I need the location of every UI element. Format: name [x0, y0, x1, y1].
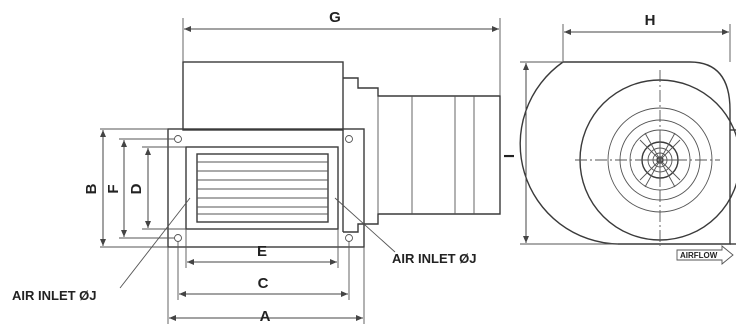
air-inlet-label-right: AIR INLET ØJ — [392, 251, 477, 266]
side-view: G B F D E C A AIR INLET ØJ — [12, 9, 501, 324]
dim-label-c: C — [258, 275, 269, 292]
mount-hole-tr — [345, 135, 353, 143]
inlet-flange — [167, 128, 365, 248]
mount-hole-bl — [174, 234, 182, 242]
inlet-opening — [185, 146, 339, 230]
dim-label-i: I — [501, 154, 518, 158]
dim-label-h: H — [645, 12, 656, 29]
dim-label-e: E — [257, 243, 267, 260]
dim-label-b: B — [83, 183, 100, 194]
airflow-arrow — [676, 245, 734, 265]
airflow-label: AIRFLOW — [680, 251, 718, 260]
dim-label-a: A — [260, 308, 271, 324]
mount-hole-tl — [174, 135, 182, 143]
dim-label-d: D — [128, 183, 145, 194]
air-inlet-label-left: AIR INLET ØJ — [12, 288, 97, 303]
mount-hole-br — [345, 234, 353, 242]
motor-housing — [182, 61, 344, 131]
dim-label-g: G — [329, 9, 341, 26]
blower-wheel-fins — [197, 161, 328, 215]
front-view: H I AIRFLOW — [501, 12, 736, 265]
dim-label-f: F — [105, 184, 122, 193]
